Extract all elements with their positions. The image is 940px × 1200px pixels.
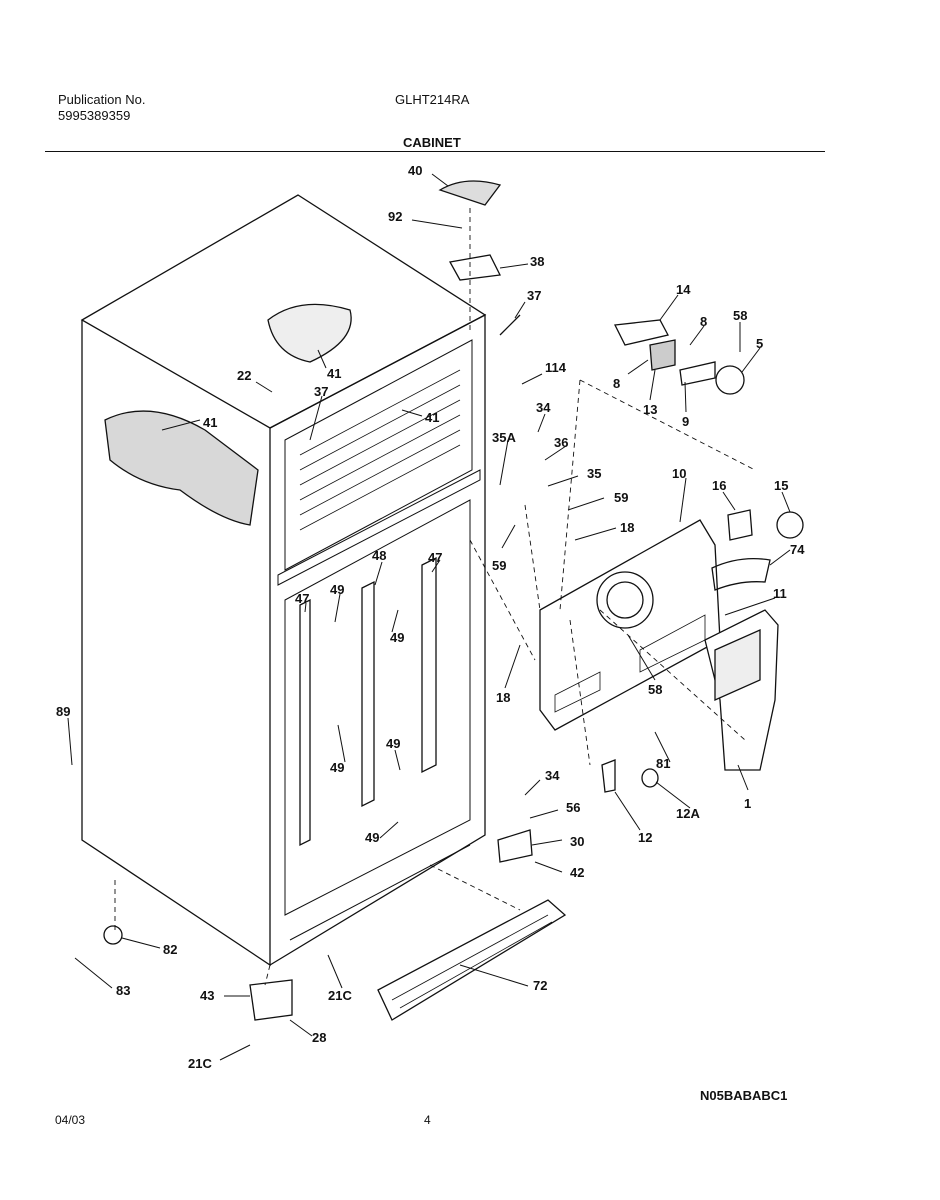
callout-36: 36 [554, 435, 568, 450]
callout-47b: 47 [295, 591, 309, 606]
control-housing [704, 609, 779, 771]
callout-72: 72 [533, 978, 547, 993]
callout-37b: 37 [314, 384, 328, 399]
callout-58b: 58 [648, 682, 662, 697]
callout-1: 1 [744, 796, 751, 811]
callout-49b: 49 [390, 630, 404, 645]
callout-34: 34 [536, 400, 551, 415]
callout-15: 15 [774, 478, 788, 493]
footer-date: 04/03 [55, 1113, 86, 1127]
callout-49e: 49 [365, 830, 379, 845]
callout-49d: 49 [386, 736, 400, 751]
top-gasket-part [267, 303, 352, 363]
header-rule [45, 151, 825, 152]
callout-13: 13 [643, 402, 657, 417]
callout-58: 58 [733, 308, 747, 323]
callout-40: 40 [408, 163, 422, 178]
callout-35a: 35A [492, 430, 516, 445]
callout-18b: 18 [496, 690, 510, 705]
callout-89: 89 [56, 704, 70, 719]
callout-22: 22 [237, 368, 251, 383]
callout-14: 14 [676, 282, 691, 297]
callout-43: 43 [200, 988, 214, 1003]
callout-37: 37 [527, 288, 541, 303]
callout-42: 42 [570, 865, 584, 880]
publication-number: 5995389359 [58, 108, 131, 123]
callout-11: 11 [773, 586, 787, 601]
model-number: GLHT214RA [395, 92, 470, 107]
kick-plate [377, 899, 567, 1021]
callout-8b: 8 [613, 376, 620, 391]
callout-41: 41 [327, 366, 341, 381]
shelf-supports [299, 556, 437, 847]
top-hinge [438, 180, 521, 336]
fan-motor-assembly [614, 319, 745, 395]
callout-47: 47 [428, 550, 442, 565]
section-title: CABINET [403, 135, 461, 150]
callout-49c: 49 [330, 760, 344, 775]
evaporator-cover [539, 519, 721, 731]
callout-labels: 40 92 38 37 14 8 58 5 114 8 13 9 22 37 4… [56, 163, 805, 1071]
callout-35: 35 [587, 466, 601, 481]
callout-34b: 34 [545, 768, 560, 783]
callout-5: 5 [756, 336, 763, 351]
callout-16: 16 [712, 478, 726, 493]
callout-pointers [67, 173, 791, 1061]
callout-74: 74 [790, 542, 805, 557]
publication-label: Publication No. [58, 92, 146, 107]
callout-48: 48 [372, 548, 386, 563]
callout-41c: 41 [203, 415, 217, 430]
callout-21c: 21C [328, 988, 352, 1003]
callout-92: 92 [388, 209, 402, 224]
callout-38: 38 [530, 254, 544, 269]
light-assembly [711, 509, 804, 591]
small-parts [103, 759, 659, 1021]
callout-56: 56 [566, 800, 580, 815]
callout-81: 81 [656, 756, 670, 771]
callout-49: 49 [330, 582, 344, 597]
callout-18: 18 [620, 520, 634, 535]
callout-10: 10 [672, 466, 686, 481]
dashed-leaders [114, 208, 756, 986]
callout-41b: 41 [425, 410, 439, 425]
callout-28: 28 [312, 1030, 326, 1045]
callout-21c-b: 21C [188, 1056, 212, 1071]
callout-114: 114 [545, 360, 567, 375]
callout-82: 82 [163, 942, 177, 957]
callout-59b: 59 [492, 558, 506, 573]
callout-12: 12 [638, 830, 652, 845]
freezer-ribs [299, 369, 461, 531]
diagram-code: N05BABABC1 [700, 1088, 788, 1103]
callout-9: 9 [682, 414, 689, 429]
callout-8: 8 [700, 314, 707, 329]
callout-30: 30 [570, 834, 584, 849]
side-gasket-part [104, 410, 259, 526]
callout-12a: 12A [676, 806, 700, 821]
callout-83: 83 [116, 983, 130, 998]
page-number: 4 [424, 1113, 431, 1127]
callout-59: 59 [614, 490, 628, 505]
